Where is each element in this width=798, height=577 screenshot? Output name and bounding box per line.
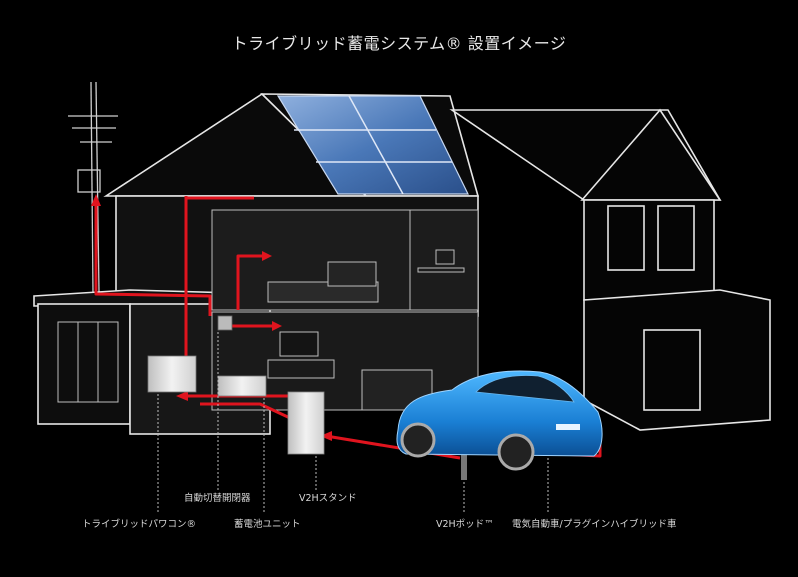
label-power-conditioner: トライブリッドパワコン®: [82, 519, 197, 530]
page-title: トライブリッド蓄電システム® 設置イメージ: [231, 34, 567, 53]
label-v2h-pod: V2Hポッド™: [436, 519, 494, 530]
leader-lines: [157, 332, 549, 514]
solar-panels: [276, 95, 469, 195]
utility-pole: [68, 81, 118, 293]
label-v2h-stand: V2Hスタンド: [299, 493, 357, 504]
house-secondary: [449, 108, 771, 431]
label-electric-vehicle: 電気自動車/プラグインハイブリッド車: [512, 519, 677, 530]
equipment: [147, 315, 471, 480]
electric-car: [396, 370, 603, 471]
flow-arrowheads: [91, 194, 332, 441]
label-battery-unit: 蓄電池ユニット: [234, 519, 301, 530]
label-auto-switch: 自動切替開閉器: [184, 493, 251, 504]
